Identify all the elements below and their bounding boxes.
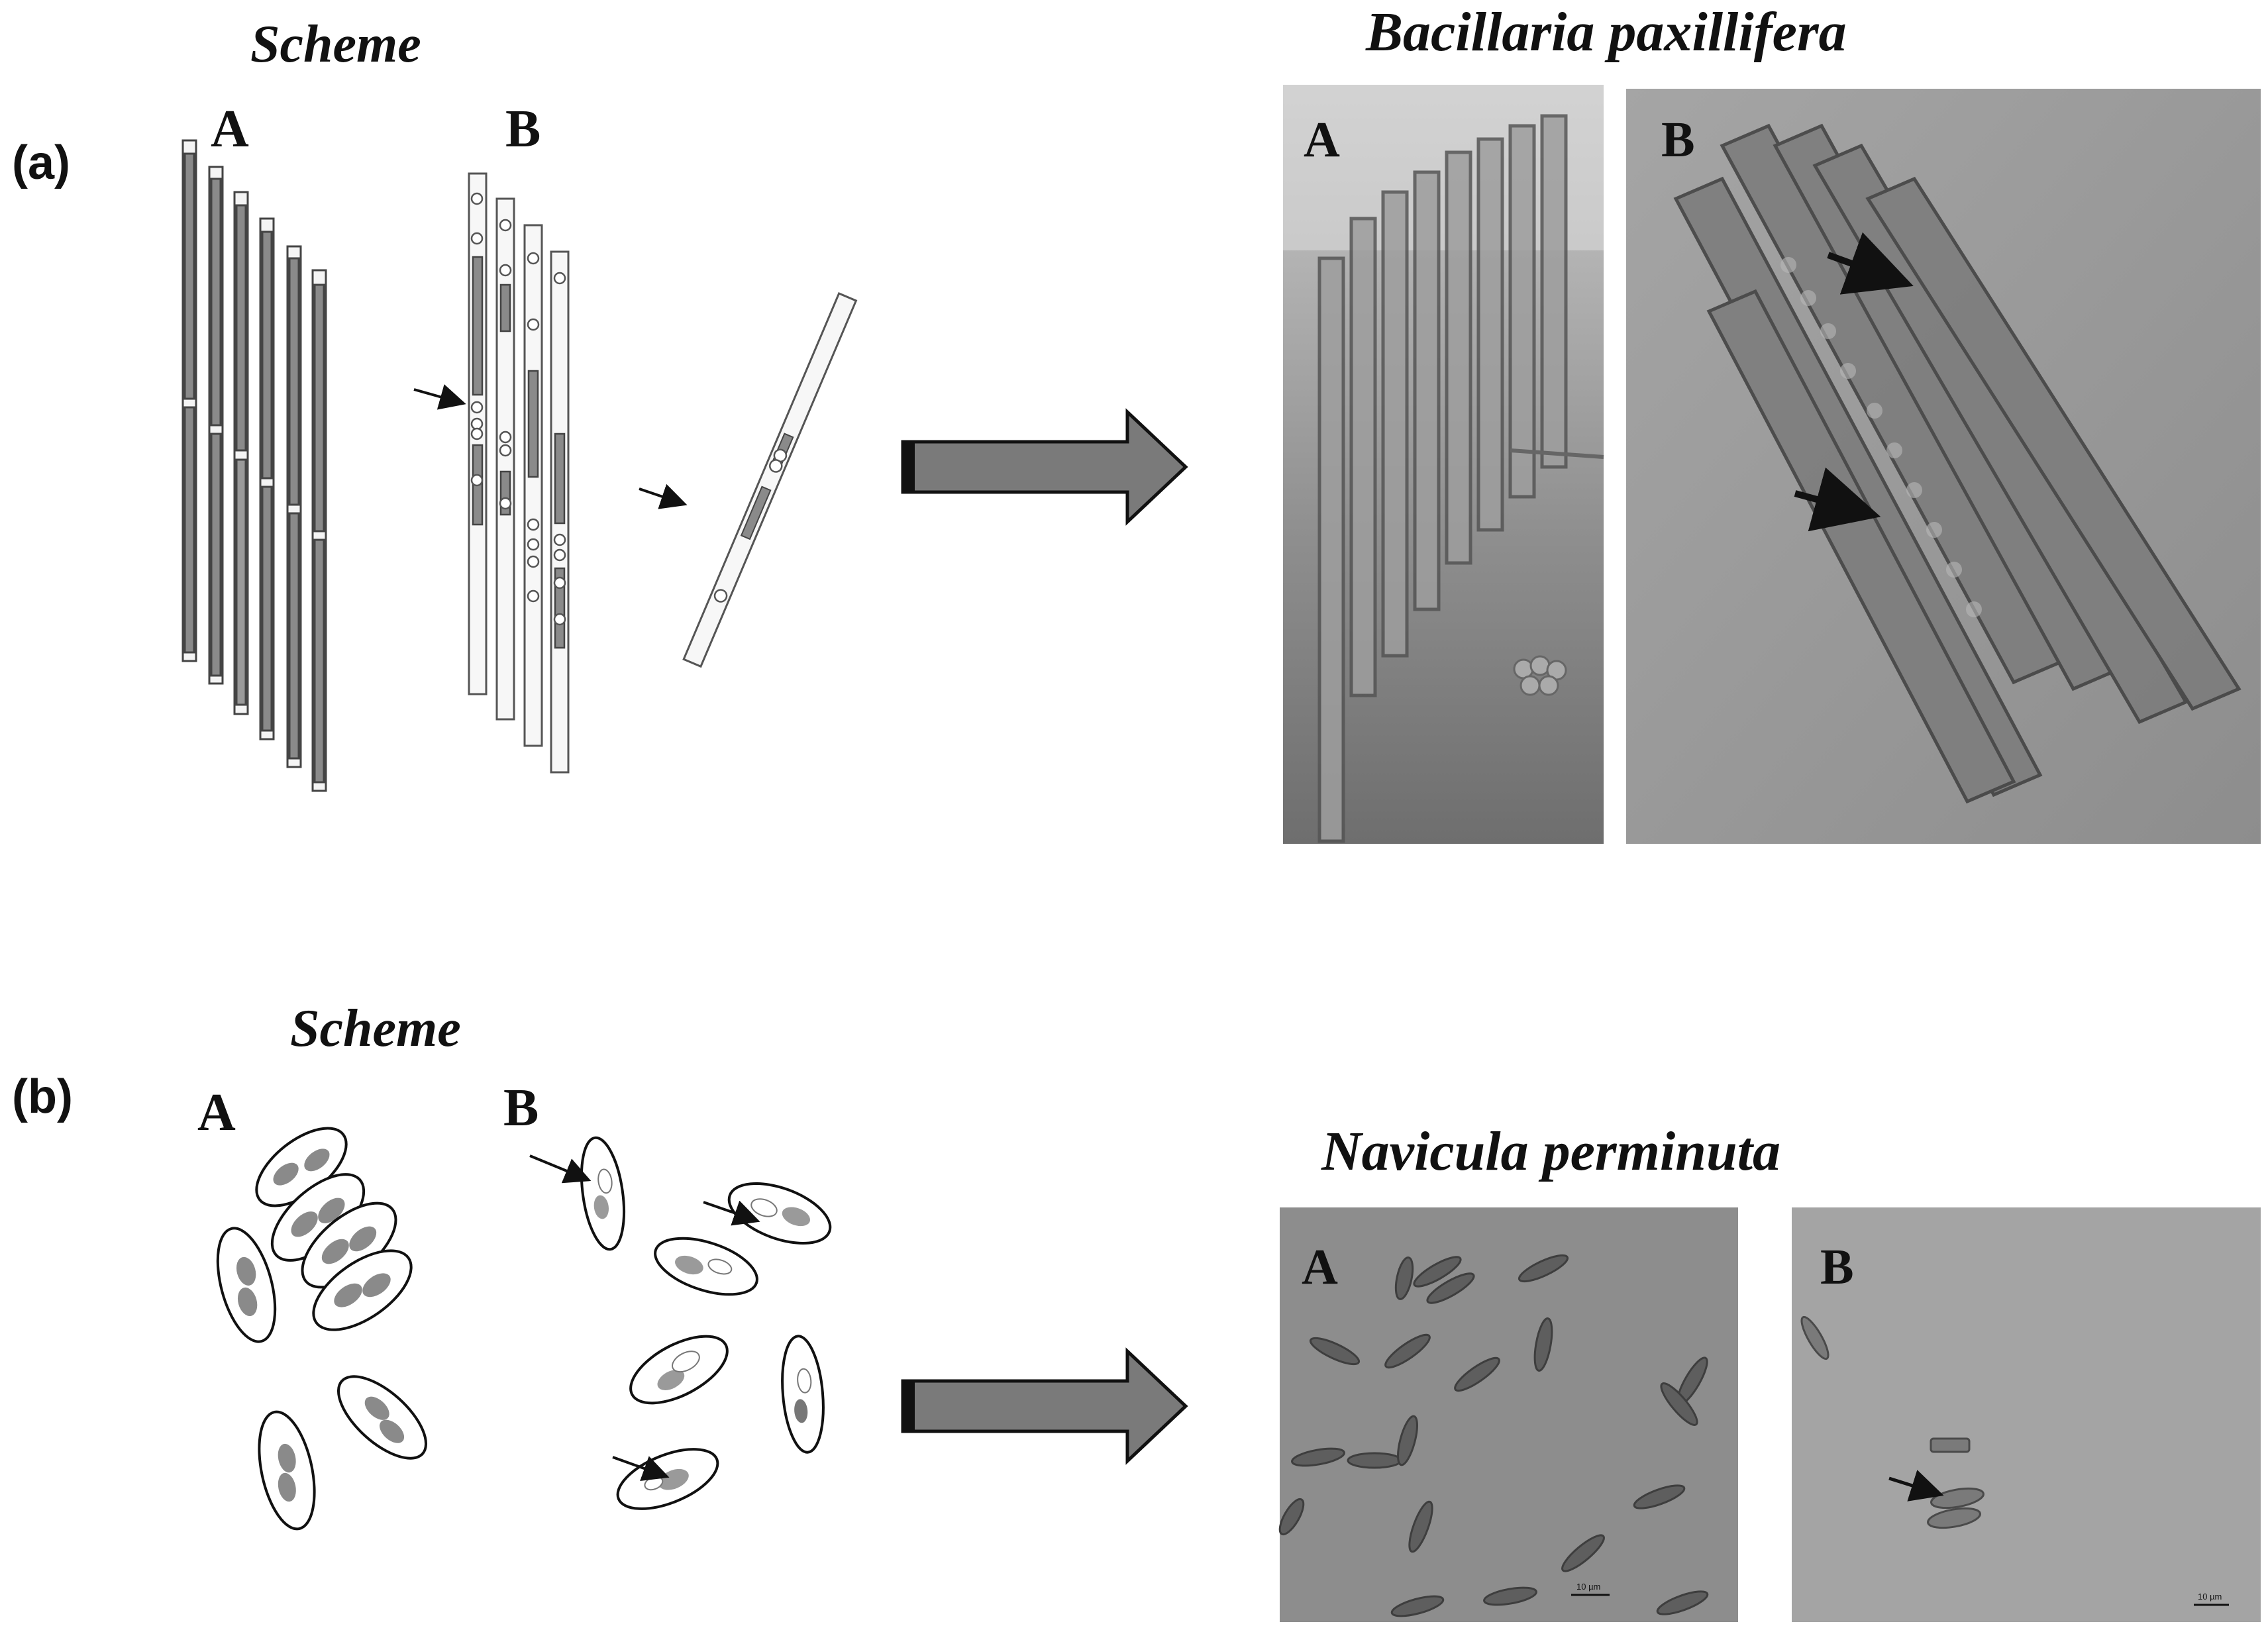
scheme-bb-arrow-2 xyxy=(703,1200,760,1226)
photo-bacillaria-b xyxy=(1626,89,2261,844)
scheme-bb-arrow-1 xyxy=(529,1154,592,1184)
panel-b-scheme-title: Scheme xyxy=(290,999,461,1058)
scheme-b-panel-b-cells xyxy=(580,1136,832,1510)
photo-b-letter-b: B xyxy=(1820,1239,1854,1295)
photo-navicula-b xyxy=(1792,1207,2261,1622)
photo-navicula-a xyxy=(1278,1207,1738,1622)
panel-a-scheme-title: Scheme xyxy=(250,15,421,74)
panel-a-scheme-letter-a: A xyxy=(211,100,249,158)
scheme-a-rods xyxy=(181,139,327,792)
big-arrow-a xyxy=(901,408,1188,526)
photo-bacillaria-a xyxy=(1283,85,1604,844)
panel-b-species-title: Navicula perminuta xyxy=(1321,1121,1781,1182)
panel-b-scheme-letter-a: A xyxy=(197,1084,236,1142)
scheme-b-arrow-1 xyxy=(413,384,466,410)
scheme-b-rods xyxy=(468,172,570,774)
photo-b-letter-a: A xyxy=(1302,1239,1338,1295)
panel-a-label: (a) xyxy=(12,136,70,189)
scheme-b-vesicles xyxy=(470,192,566,626)
panel-b-scheme-letter-b: B xyxy=(503,1079,539,1137)
scheme-bb-arrow-3 xyxy=(612,1456,670,1482)
panel-a-species-title: Bacillaria paxillifera xyxy=(1366,1,1847,63)
scheme-b-diagonal-rod xyxy=(682,292,858,668)
scheme-b-arrow-2 xyxy=(639,484,688,509)
photo-a-letter-b: B xyxy=(1661,112,1695,168)
panel-a-scheme-letter-b: B xyxy=(505,100,541,158)
scale-bar-label-a: 10 µm xyxy=(1576,1582,1600,1592)
panel-b-label: (b) xyxy=(12,1070,73,1123)
scale-bar-label-b: 10 µm xyxy=(2198,1592,2222,1602)
scheme-b-panel-a-cells xyxy=(216,1127,428,1531)
photo-a-letter-a: A xyxy=(1304,112,1340,168)
big-arrow-b xyxy=(901,1347,1188,1465)
